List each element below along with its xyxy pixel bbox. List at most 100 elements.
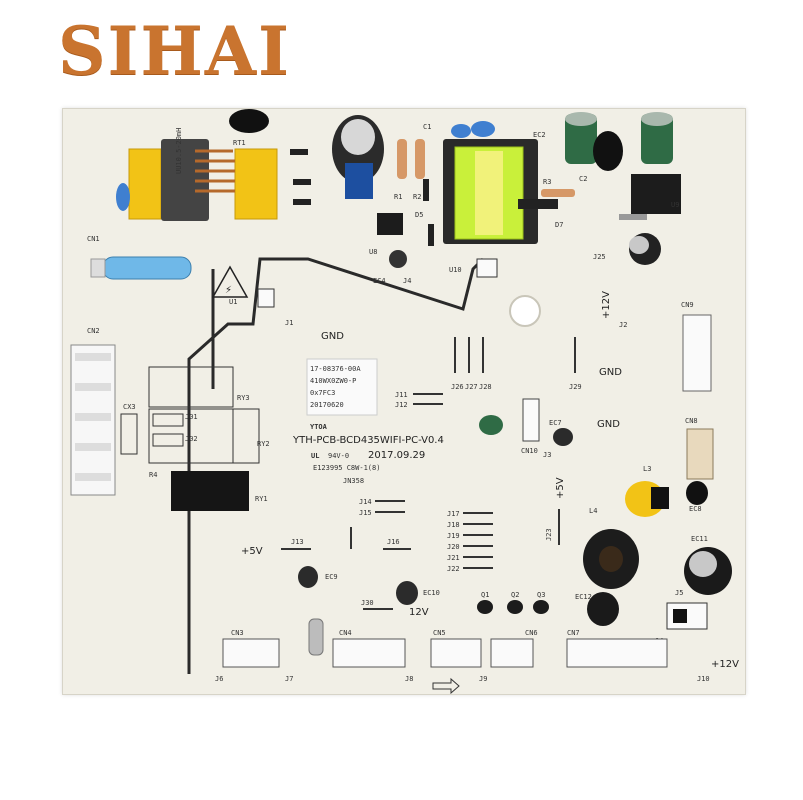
svg-text:J02: J02 (185, 435, 198, 443)
svg-text:J26: J26 (451, 383, 464, 391)
svg-text:J16: J16 (387, 538, 400, 546)
high-voltage-warning-icon: ⚡ (211, 265, 249, 298)
svg-text:U9: U9 (671, 201, 679, 209)
svg-text:RY3: RY3 (237, 394, 250, 402)
svg-text:RY1: RY1 (255, 495, 268, 503)
svg-text:J7: J7 (285, 675, 293, 683)
svg-text:GND: GND (597, 419, 620, 430)
bottom-connectors (222, 638, 668, 668)
svg-text:EC9: EC9 (325, 573, 338, 581)
svg-text:R2: R2 (413, 193, 421, 201)
regulator-u9 (619, 174, 681, 220)
svg-text:J3: J3 (543, 451, 551, 459)
svg-text:0x7FC3: 0x7FC3 (310, 389, 335, 397)
svg-text:D5: D5 (415, 211, 423, 219)
svg-text:J11: J11 (395, 391, 408, 399)
inductor-l4 (583, 529, 639, 589)
svg-text:CN7: CN7 (567, 629, 580, 637)
svg-text:EC4: EC4 (373, 277, 386, 285)
svg-text:J2: J2 (619, 321, 627, 329)
connector-cn8 (686, 428, 714, 480)
svg-text:+5V: +5V (555, 477, 566, 499)
svg-text:J1: J1 (285, 319, 293, 327)
pcb-photo: UU10.5-20mH RT1 R1 R2 U8 EC4 C1 D5 (62, 108, 746, 695)
pcb-drawing: UU10.5-20mH RT1 R1 R2 U8 EC4 C1 D5 (70, 109, 739, 694)
svg-text:CN2: CN2 (87, 327, 100, 335)
svg-text:J17: J17 (447, 510, 460, 518)
svg-text:J20: J20 (447, 543, 460, 551)
svg-text:CN10: CN10 (521, 447, 538, 455)
connector-cn9 (682, 314, 712, 392)
svg-text:L4: L4 (589, 507, 597, 515)
svg-text:17-08376-00A: 17-08376-00A (310, 365, 361, 373)
svg-text:J18: J18 (447, 521, 460, 529)
svg-text:EC2: EC2 (533, 131, 546, 139)
svg-text:CN3: CN3 (231, 629, 244, 637)
capacitor-ec9 (298, 566, 318, 588)
svg-text:J4: J4 (403, 277, 411, 285)
svg-text:J9: J9 (479, 675, 487, 683)
switching-transformer (443, 139, 538, 244)
relay-ry1 (171, 471, 249, 511)
svg-text:D7: D7 (555, 221, 563, 229)
svg-text:EC10: EC10 (423, 589, 440, 597)
connector-cn2 (70, 344, 116, 496)
svg-text:JN358: JN358 (343, 477, 364, 485)
jumpers-lower (281, 500, 493, 610)
ground-trace (187, 257, 485, 674)
svg-text:GND: GND (599, 367, 622, 378)
svg-text:EC12: EC12 (575, 593, 592, 601)
inductor-l3 (625, 481, 669, 517)
main-electrolytic-capacitor (332, 115, 384, 199)
svg-text:U1: U1 (229, 298, 237, 306)
resistors-r1-r2: R1 R2 (394, 139, 425, 201)
svg-text:J29: J29 (569, 383, 582, 391)
svg-text:C2: C2 (579, 175, 587, 183)
svg-text:J25: J25 (593, 253, 606, 261)
part-label: 17-08376-00A 410WX0ZW0-P 0x7FC3 20170620 (306, 358, 378, 416)
svg-text:RT1: RT1 (233, 139, 246, 147)
svg-text:20170620: 20170620 (310, 401, 344, 409)
svg-text:J6: J6 (215, 675, 223, 683)
svg-text:GND: GND (321, 331, 344, 342)
transistors (477, 600, 549, 614)
jumpers-center (413, 337, 576, 405)
capacitor-ec4 (389, 250, 407, 268)
svg-text:U10: U10 (449, 266, 462, 274)
svg-text:J8: J8 (405, 675, 413, 683)
svg-text:J14: J14 (359, 498, 372, 506)
svg-text:2017.09.29: 2017.09.29 (368, 450, 425, 461)
svg-text:⚡: ⚡ (225, 285, 232, 296)
svg-text:CN4: CN4 (339, 629, 352, 637)
mounting-hole (509, 295, 541, 327)
svg-text:EC7: EC7 (549, 419, 562, 427)
brand-logo: SIHAI (58, 12, 291, 90)
svg-text:R3: R3 (543, 178, 551, 186)
svg-text:+12V: +12V (601, 291, 612, 319)
capacitor-ec5 (479, 415, 503, 435)
svg-text:CN5: CN5 (433, 629, 446, 637)
svg-text:C1: C1 (423, 123, 431, 131)
svg-text:J30: J30 (361, 599, 374, 607)
relay-outlines (120, 366, 260, 464)
svg-text:RY2: RY2 (257, 440, 270, 448)
svg-text:J15: J15 (359, 509, 372, 517)
svg-text:R4: R4 (149, 471, 157, 479)
svg-text:+12V: +12V (711, 659, 739, 670)
svg-text:CX3: CX3 (123, 403, 136, 411)
svg-text:J19: J19 (447, 532, 460, 540)
svg-text:CN9: CN9 (681, 301, 694, 309)
svg-text:J10: J10 (697, 675, 710, 683)
connector-cn10 (522, 398, 540, 442)
svg-text:CN8: CN8 (685, 417, 698, 425)
svg-text:YTOA: YTOA (310, 423, 328, 431)
svg-text:L3: L3 (643, 465, 651, 473)
optocoupler-u1 (257, 288, 275, 308)
svg-text:J13: J13 (291, 538, 304, 546)
thermistor (229, 109, 269, 133)
svg-text:U8: U8 (369, 248, 377, 256)
svg-text:410WX0ZW0-P: 410WX0ZW0-P (310, 377, 356, 385)
emi-filter-choke: UU10.5-20mH (116, 128, 278, 221)
svg-text:E123995 C8W-1(8): E123995 C8W-1(8) (313, 464, 380, 472)
svg-text:UL: UL (311, 452, 319, 460)
